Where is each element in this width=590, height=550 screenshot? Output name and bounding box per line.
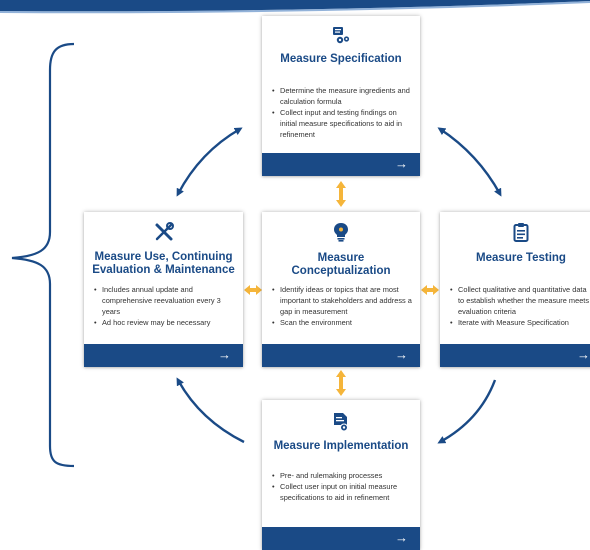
bullet-item: Iterate with Measure Specification: [450, 317, 590, 328]
bullet-item: Collect input and testing findings on in…: [272, 107, 414, 140]
bullet-item: Collect qualitative and quantitative dat…: [450, 284, 590, 317]
gear-document-icon: [262, 24, 420, 46]
arrow-right-icon[interactable]: →: [218, 347, 231, 362]
bullet-list: Collect qualitative and quantitative dat…: [440, 284, 590, 328]
curly-brace: [11, 42, 75, 468]
arrow-spec-to-use: [176, 127, 243, 197]
arrow-right-icon[interactable]: →: [577, 347, 590, 362]
bullet-item: Pre- and rulemaking processes: [272, 470, 412, 481]
bullet-item: Collect user input on initial measure sp…: [272, 481, 412, 503]
card-measure-implementation: Measure Implementation Pre- and rulemaki…: [262, 400, 420, 550]
bullet-item: Includes annual update and comprehensive…: [94, 284, 235, 317]
arrow-right-icon[interactable]: →: [395, 347, 408, 362]
card-measure-use: Measure Use, Continuing Evaluation & Mai…: [84, 212, 243, 367]
card-measure-testing: Measure Testing Collect qualitative and …: [440, 212, 590, 367]
arrow-impl-to-use: [176, 377, 245, 444]
card-measure-conceptualization: Measure Conceptualization Identify ideas…: [262, 212, 420, 367]
card-footer[interactable]: →: [84, 344, 243, 367]
arrow-right-icon[interactable]: →: [395, 156, 408, 171]
connector-concept-impl: [336, 370, 346, 396]
card-title: Measure Specification: [280, 53, 402, 65]
bullet-item: Identify ideas or topics that are most i…: [272, 284, 412, 317]
connector-concept-testing: [421, 285, 439, 295]
card-footer[interactable]: →: [262, 153, 420, 176]
bullet-list: Determine the measure ingredients and ca…: [262, 85, 414, 140]
bullet-list: Identify ideas or topics that are most i…: [262, 284, 412, 328]
clipboard-icon: [440, 221, 590, 243]
card-title: Measure Conceptualization: [291, 252, 391, 277]
bullet-item: Scan the environment: [272, 317, 412, 328]
arrow-testing-to-impl: [437, 379, 497, 444]
bullet-list: Pre- and rulemaking processes Collect us…: [262, 470, 412, 503]
header-band: [0, 0, 590, 14]
document-gear-icon: [262, 411, 420, 433]
bullet-list: Includes annual update and comprehensive…: [84, 284, 235, 328]
card-title: Measure Implementation: [273, 440, 409, 452]
lightbulb-icon: [262, 221, 420, 243]
card-measure-specification: Measure Specification Determine the meas…: [262, 16, 420, 176]
connector-spec-concept: [336, 181, 346, 207]
bullet-item: Ad hoc review may be necessary: [94, 317, 235, 328]
arrow-spec-to-testing: [437, 127, 502, 197]
arrow-right-icon[interactable]: →: [395, 530, 408, 545]
connector-use-concept: [244, 285, 262, 295]
card-title: Measure Use, Continuing Evaluation & Mai…: [92, 251, 235, 276]
tools-icon: [84, 221, 243, 243]
card-footer[interactable]: →: [262, 344, 420, 367]
bullet-item: Determine the measure ingredients and ca…: [272, 85, 414, 107]
card-title: Measure Testing: [476, 252, 566, 264]
card-footer[interactable]: →: [440, 344, 590, 367]
